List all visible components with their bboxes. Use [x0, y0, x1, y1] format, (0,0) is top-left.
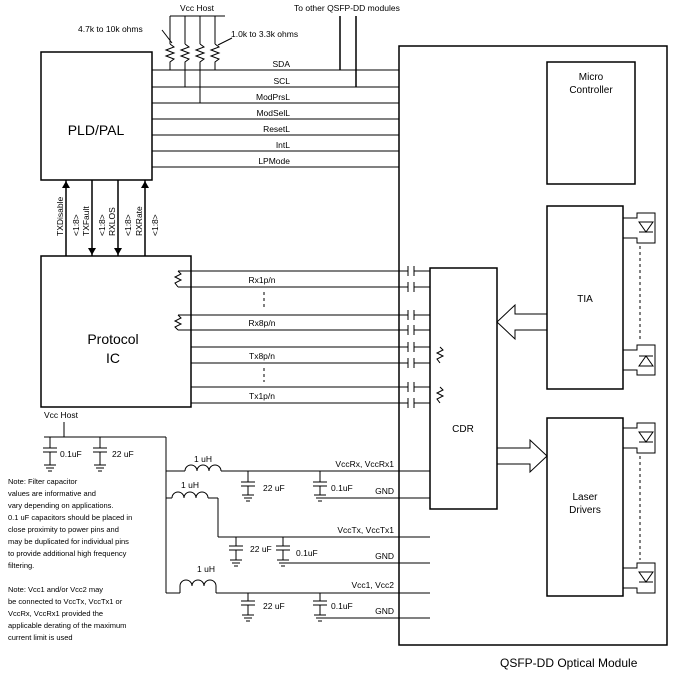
micro-controller-label-line1: Micro	[579, 72, 604, 83]
lane-label-tx1: Tx1p/n	[249, 391, 275, 401]
rail-vcc-label: Vcc1, Vcc2	[351, 580, 394, 590]
rail-rx-cap-small-label: 0.1uF	[331, 483, 353, 493]
rail-vcc-filter	[166, 579, 430, 622]
pullup-left-label: 4.7k to 10k ohms	[78, 24, 143, 34]
pull-up-resistor-network	[161, 15, 233, 103]
pld-pal-box	[40, 51, 153, 181]
bus-rxrate-label: RXRate	[134, 206, 144, 236]
host-supply-filter	[43, 422, 167, 593]
rail-rx-filter	[166, 464, 430, 502]
signal-label-resetl: ResetL	[263, 124, 290, 134]
lane-label-rx1: Rx1p/n	[249, 275, 276, 285]
rail-tx-filter	[166, 491, 430, 567]
note1-line: values are informative and	[8, 489, 96, 498]
module-title: QSFP-DD Optical Module	[500, 656, 638, 670]
signal-label-modprsl: ModPrsL	[256, 92, 290, 102]
signal-label-intl: IntL	[276, 140, 290, 150]
micro-controller-label-line2: Controller	[569, 85, 613, 96]
to-other-modules-label: To other QSFP-DD modules	[294, 3, 400, 13]
rail-tx-label: VccTx, VccTx1	[337, 525, 394, 535]
laser-diode-array	[623, 422, 656, 594]
note1-line: to provide additional high frequency	[8, 549, 127, 558]
pld-pal-label: PLD/PAL	[68, 122, 125, 138]
bus-rxlos-width: <1:8>	[123, 214, 133, 236]
lane-label-rx8: Rx8p/n	[249, 318, 276, 328]
tia-box	[546, 205, 624, 390]
bus-txdisable-width: <1:8>	[71, 214, 81, 236]
bus-txfault-label: TXFault	[81, 206, 91, 236]
note2-line: be connected to VccTx, VccTx1 or	[8, 597, 123, 606]
note1-line: close proximity to power pins and	[8, 525, 119, 534]
pullup-right-label: 1.0k to 3.3k ohms	[231, 29, 298, 39]
note-filter-capacitor: Note: Filter capacitor values are inform…	[8, 477, 132, 570]
vcc-host-bottom-label: Vcc Host	[44, 410, 79, 420]
rail-tx-cap-small-label: 0.1uF	[296, 548, 318, 558]
signal-label-modsell: ModSelL	[256, 108, 290, 118]
rail-rx-gnd-label: GND	[375, 486, 394, 496]
note2-line: applicable derating of the maximum	[8, 621, 126, 630]
protocol-ic-label-line1: Protocol	[87, 331, 138, 347]
note2-line: VccRx, VccRx1 provided the	[8, 609, 103, 618]
host-cap-small-label: 0.1uF	[60, 449, 82, 459]
management-signal-lines	[152, 69, 399, 168]
rail-vcc-inductor-label: 1 uH	[197, 564, 215, 574]
note1-line: vary depending on applications.	[8, 501, 114, 510]
tia-label: TIA	[577, 294, 593, 305]
rail-vcc-gnd-label: GND	[375, 606, 394, 616]
lane-label-tx8: Tx8p/n	[249, 351, 275, 361]
rail-tx-inductor-label: 1 uH	[181, 480, 199, 490]
laser-drivers-label-line1: Laser	[572, 492, 598, 503]
vcc-host-top-label: Vcc Host	[180, 3, 215, 13]
laser-drivers-label-line2: Drivers	[569, 505, 601, 516]
host-cap-big-label: 22 uF	[112, 449, 134, 459]
micro-controller-box	[546, 61, 636, 185]
rail-tx-cap-big-label: 22 uF	[250, 544, 272, 554]
note-vcc-connection: Note: Vcc1 and/or Vcc2 may be connected …	[8, 585, 126, 642]
high-speed-lanes	[173, 266, 445, 408]
note2-line: Note: Vcc1 and/or Vcc2 may	[8, 585, 103, 594]
rail-vcc-cap-big-label: 22 uF	[263, 601, 285, 611]
photodiode-array	[623, 212, 656, 376]
rail-vcc-cap-small-label: 0.1uF	[331, 601, 353, 611]
note1-line: may be duplicated for individual pins	[8, 537, 129, 546]
protocol-ic-box	[40, 255, 192, 408]
note1-line: Note: Filter capacitor	[8, 477, 78, 486]
status-buses	[62, 180, 149, 256]
arrow-tia-to-cdr	[496, 303, 548, 341]
signal-label-sda: SDA	[273, 59, 291, 69]
bus-txfault-width: <1:8>	[97, 214, 107, 236]
signal-label-scl: SCL	[273, 76, 290, 86]
rail-rx-label: VccRx, VccRx1	[335, 459, 394, 469]
signal-label-lpmode: LPMode	[258, 156, 290, 166]
bus-rxlos-label: RXLOS	[107, 207, 117, 236]
bus-txdisable-label: TXDisable	[55, 197, 65, 236]
arrow-cdr-to-laser	[496, 438, 548, 474]
rail-rx-inductor-label: 1 uH	[194, 454, 212, 464]
note1-line: filtering.	[8, 561, 34, 570]
bus-to-other-modules	[339, 16, 357, 87]
note1-line: 0.1 uF capacitors should be placed in	[8, 513, 132, 522]
note2-line: current limit is used	[8, 633, 73, 642]
protocol-ic-label-line2: IC	[106, 350, 120, 366]
rail-rx-cap-big-label: 22 uF	[263, 483, 285, 493]
laser-drivers-box	[546, 417, 624, 597]
cdr-label: CDR	[452, 424, 474, 435]
cdr-box	[429, 267, 498, 510]
rail-tx-gnd-label: GND	[375, 551, 394, 561]
bus-rxrate-width: <1:8>	[150, 214, 160, 236]
